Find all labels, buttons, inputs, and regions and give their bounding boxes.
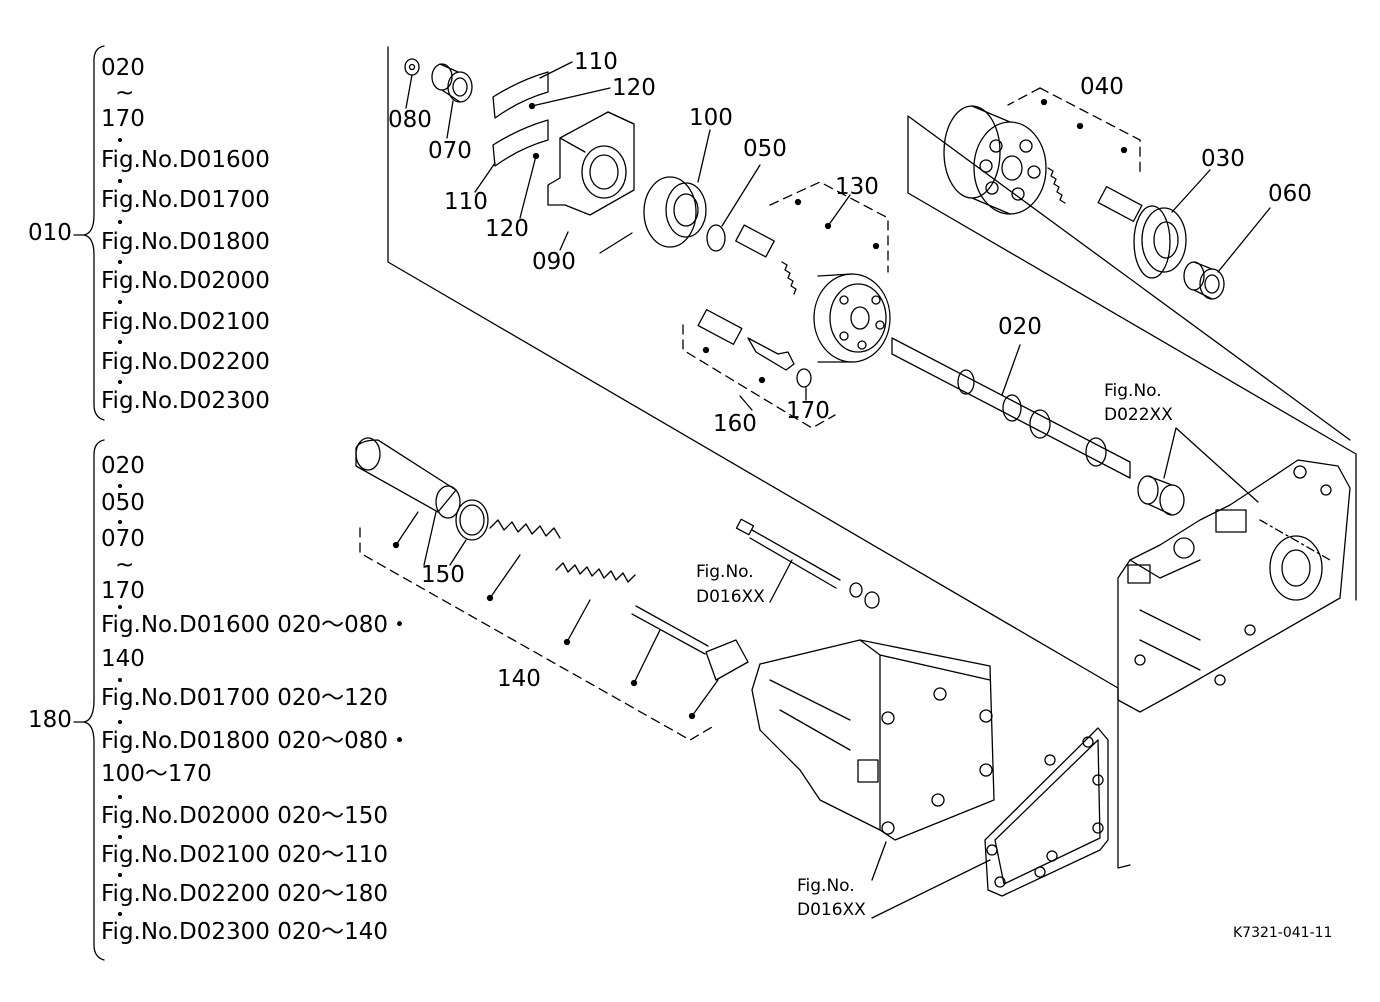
group-180-line: 100～170: [101, 761, 212, 787]
group-010-line: Fig.No.D01600: [101, 147, 270, 173]
cylinder-block-040: [943, 98, 1143, 222]
group-010-line: 170: [101, 106, 145, 132]
ring-030: [1133, 169, 1211, 279]
list-dots: [118, 138, 122, 916]
dashed-groups: [359, 87, 1141, 741]
valve-160: [697, 309, 795, 411]
group-180-code: 180: [28, 707, 72, 733]
callout-040[interactable]: 040: [1080, 74, 1124, 100]
group-180-line: Fig.No.D02300 020～140: [101, 919, 389, 945]
gasket: [871, 727, 1109, 919]
group-010-line: Fig.No.D02300: [101, 388, 270, 414]
group-010-code: 010: [28, 220, 72, 246]
callout-120[interactable]: 120: [612, 75, 656, 101]
callout-140[interactable]: 140: [497, 666, 541, 692]
callout-110[interactable]: 110: [444, 189, 488, 215]
plate-110: [474, 61, 611, 219]
callout-100[interactable]: 100: [689, 105, 733, 131]
group-010-line: Fig.No.D01700: [101, 187, 270, 213]
cylinder-block-130: [735, 194, 891, 363]
ref-d016xx[interactable]: D016XX: [696, 587, 765, 607]
callout-020[interactable]: 020: [998, 314, 1042, 340]
group-180-line: Fig.No.D01600 020～080・: [101, 612, 412, 638]
group-180-line: Fig.No.D02100 020～110: [101, 842, 389, 868]
group-010-line: Fig.No.D02100: [101, 309, 270, 335]
callout-170[interactable]: 170: [786, 398, 830, 424]
group-180-line: 140: [101, 646, 145, 672]
cover-housing: [751, 639, 995, 841]
swash-plate-090: [547, 111, 635, 251]
brace-180: [73, 439, 105, 961]
ref-d022xx[interactable]: D022XX: [1104, 405, 1173, 425]
ref-d016xx[interactable]: D016XX: [797, 900, 866, 920]
brace-010: [73, 45, 105, 421]
ref-figno-label: Fig.No.: [797, 876, 855, 896]
callout-050[interactable]: 050: [743, 136, 787, 162]
callout-160[interactable]: 160: [713, 411, 757, 437]
group-180-line: 170: [101, 578, 145, 604]
callout-150[interactable]: 150: [421, 562, 465, 588]
shaft-020: [891, 337, 1131, 479]
bearing-070: [431, 63, 473, 139]
group-180-line: Fig.No.D02000 020～150: [101, 803, 389, 829]
callout-060[interactable]: 060: [1268, 181, 1312, 207]
bolt-d016: [735, 518, 880, 609]
ref-figno-label: Fig.No.: [1104, 381, 1162, 401]
callout-070[interactable]: 070: [428, 138, 472, 164]
callout-090[interactable]: 090: [532, 249, 576, 275]
group-010-line: Fig.No.D02200: [101, 349, 270, 375]
callout-120[interactable]: 120: [485, 216, 529, 242]
bearing-060: [1183, 207, 1271, 300]
callout-030[interactable]: 030: [1201, 146, 1245, 172]
callout-130[interactable]: 130: [835, 174, 879, 200]
callout-110[interactable]: 110: [574, 49, 618, 75]
ring-100: [643, 129, 711, 248]
washer-080: [404, 58, 420, 109]
group-180-line: 020: [101, 453, 145, 479]
group-010-line: ~: [115, 80, 135, 106]
group-010-line: Fig.No.D01800: [101, 229, 270, 255]
group-180-line: Fig.No.D01700 020～120: [101, 685, 389, 711]
group-010-line: Fig.No.D02000: [101, 268, 270, 294]
oring-150: [449, 499, 489, 566]
main-group-frame: [387, 46, 1357, 869]
group-180-line: Fig.No.D01800 020～080・: [101, 728, 412, 754]
ref-figno-label: Fig.No.: [696, 562, 754, 582]
bushing-d022: [1137, 427, 1259, 516]
group-180-line: ~: [115, 552, 135, 578]
transmission-housing: [1117, 459, 1351, 713]
group-180-line: 070: [101, 526, 145, 552]
group-180-line: 050: [101, 490, 145, 516]
valve-assy-140: [355, 437, 749, 720]
callout-080[interactable]: 080: [388, 107, 432, 133]
group-010-line: 020: [101, 55, 145, 81]
drawing-code: K7321-041-11: [1233, 925, 1333, 941]
group-180-line: Fig.No.D02200 020～180: [101, 881, 389, 907]
circlip-050: [706, 164, 761, 252]
oring-170: [796, 368, 812, 401]
